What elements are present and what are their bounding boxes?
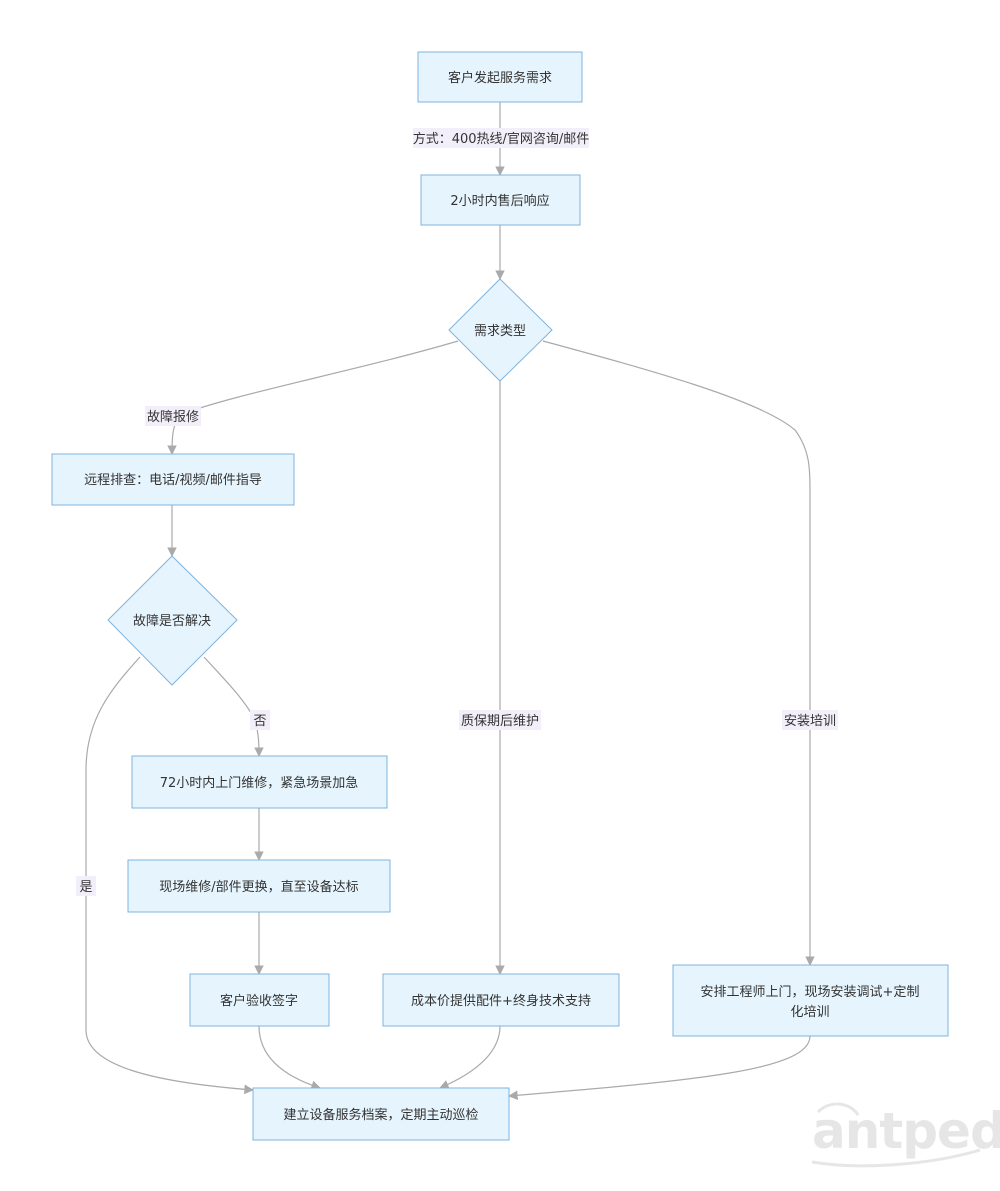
node-remote: 远程排查：电话/视频/邮件指导 (51, 453, 295, 506)
svg-text:远程排查：电话/视频/邮件指导: 远程排查：电话/视频/邮件指导 (84, 473, 262, 488)
edge-type-install (542, 340, 815, 966)
svg-text:方式：400热线/官网咨询/邮件: 方式：400热线/官网咨询/邮件 (413, 131, 590, 147)
node-resolved-decision: 故障是否解决 (107, 555, 238, 686)
svg-text:安排工程师上门，现场安装调试+定制: 安排工程师上门，现场安装调试+定制 (701, 985, 920, 1000)
edge-resolved-onsite (203, 656, 264, 757)
svg-text:建立设备服务档案，定期主动巡检: 建立设备服务档案，定期主动巡检 (283, 1107, 478, 1123)
svg-text:antpedia: antpedia (812, 1102, 1000, 1160)
svg-text:故障是否解决: 故障是否解决 (133, 614, 211, 629)
antpedia-watermark-logo: antpedia (811, 1102, 1000, 1168)
node-accept: 客户验收签字 (189, 973, 330, 1027)
node-onsite72: 72小时内上门维修，紧急场景加急 (131, 755, 388, 809)
node-parts: 成本价提供配件+终身技术支持 (382, 973, 620, 1027)
svg-text:否: 否 (253, 714, 266, 729)
svg-text:客户验收签字: 客户验收签字 (220, 993, 298, 1009)
edge-label-no: 否 (250, 710, 270, 730)
svg-text:安装培训: 安装培训 (784, 713, 836, 729)
node-repair: 现场维修/部件更换，直至设备达标 (127, 859, 391, 913)
edge-label-yes: 是 (76, 876, 96, 896)
svg-text:成本价提供配件+终身技术支持: 成本价提供配件+终身技术支持 (411, 993, 591, 1009)
svg-text:故障报修: 故障报修 (147, 410, 199, 425)
edge-label-method: 方式：400热线/官网咨询/邮件 (413, 128, 590, 148)
svg-text:现场维修/部件更换，直至设备达标: 现场维修/部件更换，直至设备达标 (159, 879, 358, 895)
node-request: 客户发起服务需求 (417, 51, 583, 103)
node-type-decision: 需求类型 (448, 278, 553, 382)
node-archive: 建立设备服务档案，定期主动巡检 (252, 1087, 510, 1141)
edge-accept-archive (258, 1025, 321, 1090)
edge-install-archive (508, 1035, 811, 1101)
edge-label-training: 安装培训 (782, 710, 838, 730)
svg-text:2小时内售后响应: 2小时内售后响应 (450, 193, 549, 209)
edge-type-remote (167, 340, 459, 455)
node-response: 2小时内售后响应 (420, 174, 581, 226)
edge-parts-archive (439, 1025, 501, 1089)
svg-text:客户发起服务需求: 客户发起服务需求 (448, 70, 552, 86)
svg-text:是: 是 (79, 880, 92, 895)
edge-label-warranty: 质保期后维护 (459, 710, 541, 730)
edge-label-fault: 故障报修 (145, 406, 201, 426)
edge-resolved-archive (85, 656, 254, 1095)
svg-text:需求类型: 需求类型 (474, 324, 526, 339)
svg-text:质保期后维护: 质保期后维护 (461, 714, 539, 729)
svg-text:72小时内上门维修，紧急场景加急: 72小时内上门维修，紧急场景加急 (160, 775, 359, 791)
node-install: 安排工程师上门，现场安装调试+定制 化培训 (672, 964, 949, 1037)
svg-text:化培训: 化培训 (790, 1004, 829, 1020)
